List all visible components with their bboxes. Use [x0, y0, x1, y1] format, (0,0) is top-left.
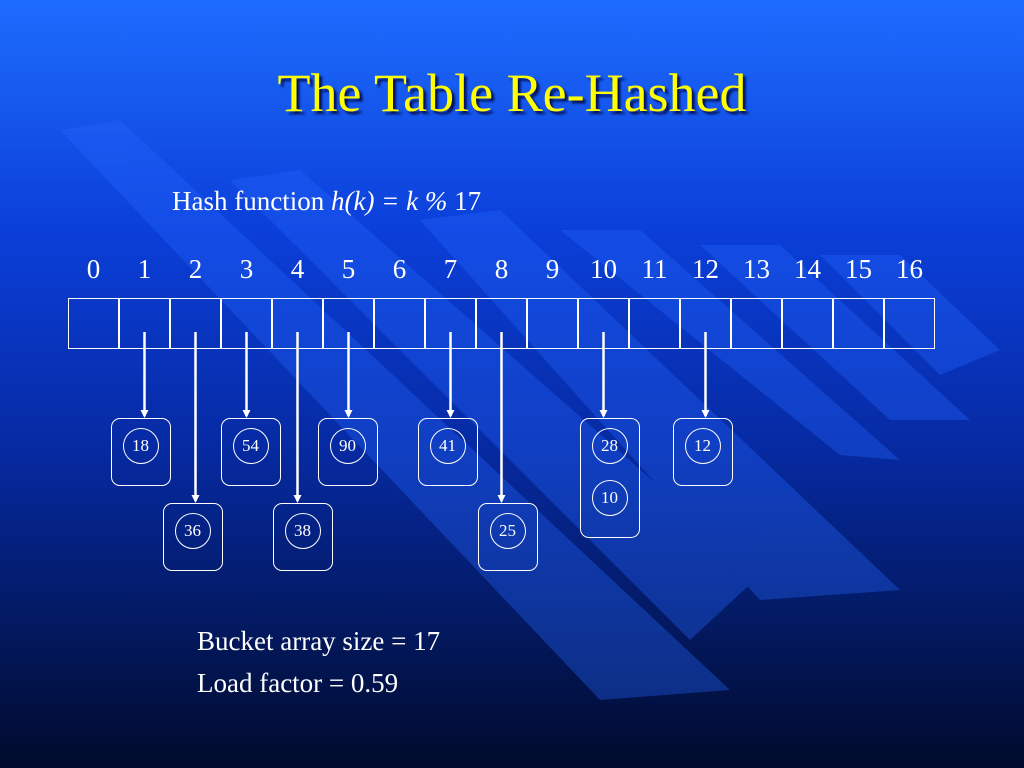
chain-key: 10: [591, 480, 628, 516]
bucket-index-3: 3: [239, 254, 254, 284]
chain-key: 25: [489, 513, 526, 549]
chain-key: 28: [591, 428, 628, 464]
bucket-cell-13: [731, 298, 782, 349]
chain-key: 38: [284, 513, 321, 549]
chain-key: 41: [429, 428, 466, 464]
chain-node-bucket-5: 90: [318, 418, 378, 486]
hash-function-prefix: Hash function: [172, 186, 331, 216]
bucket-cell-16: [884, 298, 935, 349]
chain-node-bucket-2: 36: [163, 503, 223, 571]
bucket-index-6: 6: [392, 254, 407, 284]
chain-key: 12: [684, 428, 721, 464]
bucket-index-0: 0: [86, 254, 101, 284]
bucket-cell-6: [374, 298, 425, 349]
hash-function-label: Hash function h(k) = k % 17: [172, 186, 481, 217]
chain-key: 36: [174, 513, 211, 549]
hash-function-modulus: 17: [454, 186, 482, 216]
bucket-array-size-label: Bucket array size = 17: [197, 626, 441, 656]
bucket-index-15: 15: [845, 254, 872, 284]
bucket-index-4: 4: [290, 254, 305, 284]
bucket-cell-14: [782, 298, 833, 349]
chain-node-bucket-12: 12: [673, 418, 733, 486]
chain-key: 54: [232, 428, 269, 464]
bucket-index-12: 12: [692, 254, 719, 284]
chain-node-bucket-4: 38: [273, 503, 333, 571]
page-title: The Table Re-Hashed: [277, 63, 747, 123]
bucket-index-2: 2: [188, 254, 203, 284]
chain-node-bucket-7: 41: [418, 418, 478, 486]
bucket-index-1: 1: [137, 254, 152, 284]
chain-key: 18: [122, 428, 159, 464]
bucket-index-11: 11: [641, 254, 668, 284]
chain-node-bucket-8: 25: [478, 503, 538, 571]
bucket-index-10: 10: [590, 254, 617, 284]
bucket-cell-15: [833, 298, 884, 349]
bucket-cell-9: [527, 298, 578, 349]
bucket-index-8: 8: [494, 254, 509, 284]
chain-node-bucket-3: 54: [221, 418, 281, 486]
table-stats: Bucket array size = 17 Load factor = 0.5…: [197, 620, 440, 704]
bucket-index-7: 7: [443, 254, 458, 284]
bucket-index-9: 9: [545, 254, 560, 284]
load-factor-label: Load factor = 0.59: [197, 668, 399, 698]
bucket-index-14: 14: [794, 254, 821, 284]
bucket-index-13: 13: [743, 254, 770, 284]
chain-key: 90: [329, 428, 366, 464]
hash-function-expression: h(k) = k %: [330, 186, 448, 216]
chain-node-bucket-1: 18: [111, 418, 171, 486]
bucket-cell-11: [629, 298, 680, 349]
bucket-cell-0: [68, 298, 119, 349]
bucket-index-16: 16: [896, 254, 923, 284]
bucket-index-5: 5: [341, 254, 356, 284]
